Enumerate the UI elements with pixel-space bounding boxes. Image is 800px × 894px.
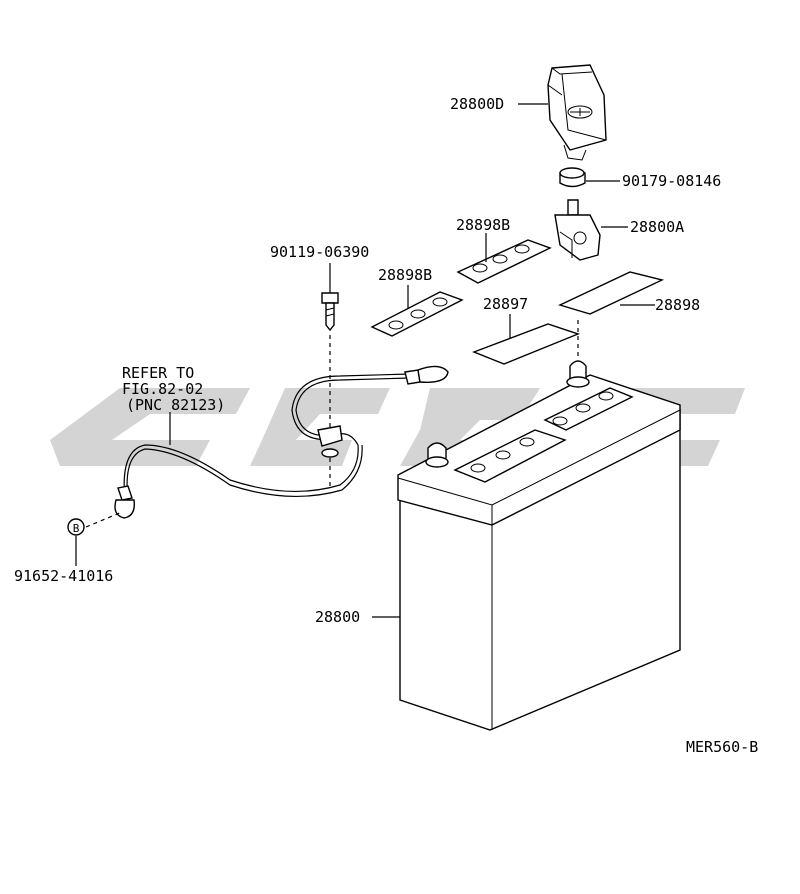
label-28898B-top: 28898B (456, 216, 510, 234)
figure-code: MER560-B (686, 738, 758, 756)
terminal-clamp-28800A (554, 199, 601, 261)
refer-note-line3: (PNC 82123) (126, 396, 225, 414)
ground-cable (114, 365, 449, 519)
label-28898B-left: 28898B (378, 266, 432, 284)
refer-note-line2: FIG.82-02 (122, 380, 203, 398)
refer-note-line1: REFER TO (122, 364, 194, 382)
marker-b: B (67, 518, 85, 536)
battery-28800 (397, 360, 681, 731)
label-90179-08146: 90179-08146 (622, 172, 721, 190)
marker-b-label: B (73, 522, 80, 535)
pad-28898 (558, 271, 665, 315)
label-28897: 28897 (483, 295, 528, 313)
bolt-90119 (321, 292, 339, 332)
label-28898: 28898 (655, 296, 700, 314)
terminal-cover-28800D (547, 64, 607, 161)
plate-28898B-top (456, 239, 552, 284)
label-28800A: 28800A (630, 218, 684, 236)
label-90119-06390: 90119-06390 (270, 243, 369, 261)
label-28800D: 28800D (450, 95, 504, 113)
label-28800: 28800 (315, 608, 360, 626)
nut-90179 (559, 167, 586, 188)
plate-28898B-left (370, 291, 464, 337)
label-91652-41016: 91652-41016 (14, 567, 113, 585)
pad-28897 (472, 323, 581, 365)
